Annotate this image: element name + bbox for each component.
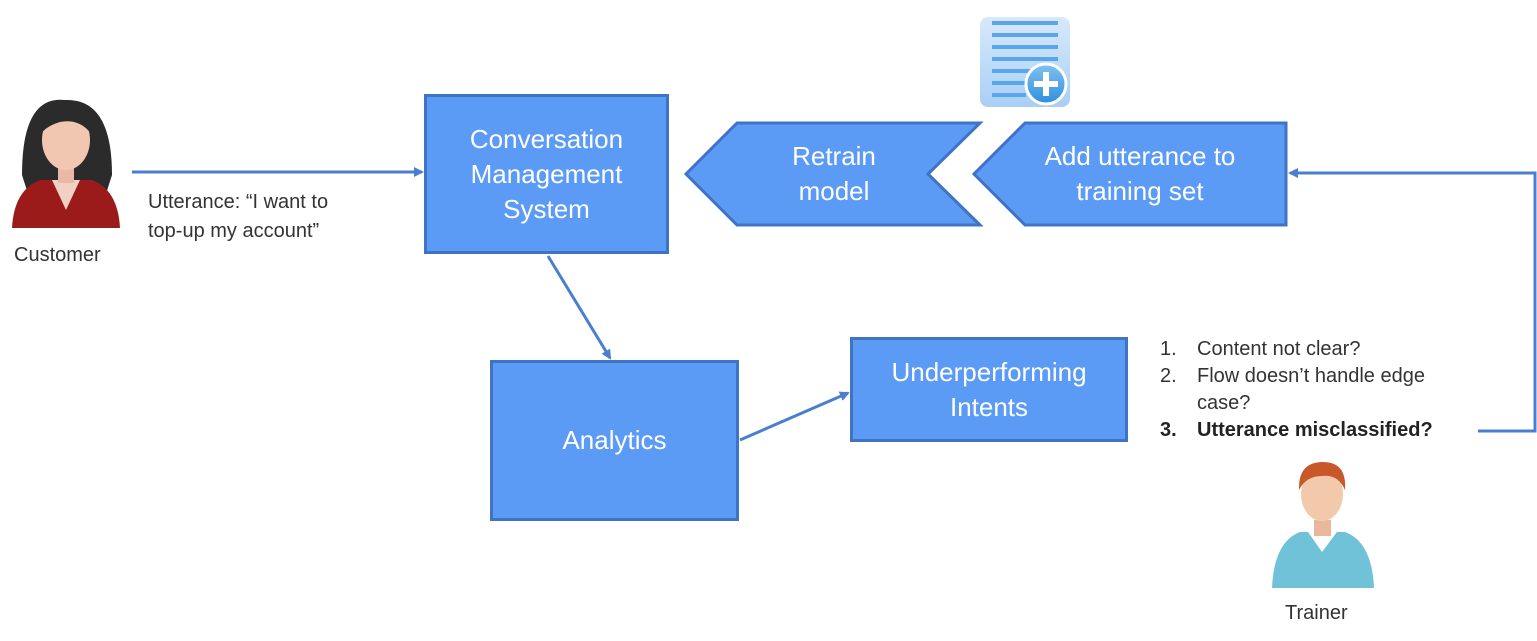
trainer-label: Trainer (1285, 602, 1348, 624)
customer-label: Customer (14, 244, 101, 266)
question-item: 2. Flow doesn’t handle edge case? (1160, 363, 1480, 417)
woman-user-icon (12, 99, 120, 228)
question-number: 3. (1160, 419, 1177, 441)
add-utterance-text: Add utterance to training set (1044, 141, 1236, 206)
utterance-line-2: top-up my account” (148, 220, 320, 242)
question-number: 1. (1160, 338, 1177, 360)
retrain-model-chevron (683, 121, 984, 227)
add-utterance-chevron (971, 121, 1288, 227)
analytics-label: Analytics (562, 425, 667, 455)
retrain-model-label: Retrain model (760, 137, 908, 211)
question-number: 2. (1160, 365, 1177, 387)
question-text: Flow doesn’t handle edge case? (1197, 365, 1425, 414)
underperforming-intents-box: Underperforming Intents (850, 337, 1128, 442)
retrain-model-text: Retrain model (792, 141, 876, 206)
arrow-cms-to-analytics (546, 255, 612, 360)
add-utterance-label: Add utterance to training set (1022, 137, 1258, 211)
arrow-analytics-to-intents (739, 391, 850, 442)
question-item-highlighted: 3. Utterance misclassified? (1160, 417, 1480, 444)
underperforming-intents-label: Underperforming Intents (891, 356, 1087, 422)
man-user-icon (1272, 462, 1374, 588)
utterance-line-1: Utterance: “I want to (148, 191, 329, 213)
question-text: Content not clear? (1197, 338, 1361, 360)
question-list: 1. Content not clear? 2. Flow doesn’t ha… (1160, 336, 1480, 444)
arrow-trainer-to-add-utterance (1288, 168, 1537, 433)
question-text: Utterance misclassified? (1197, 419, 1433, 441)
analytics-box: Analytics (490, 360, 739, 521)
document-add-icon (980, 17, 1070, 107)
cms-label: Conversation Management System (469, 123, 624, 224)
question-item: 1. Content not clear? (1160, 336, 1480, 363)
conversation-management-system-box: Conversation Management System (424, 94, 669, 254)
